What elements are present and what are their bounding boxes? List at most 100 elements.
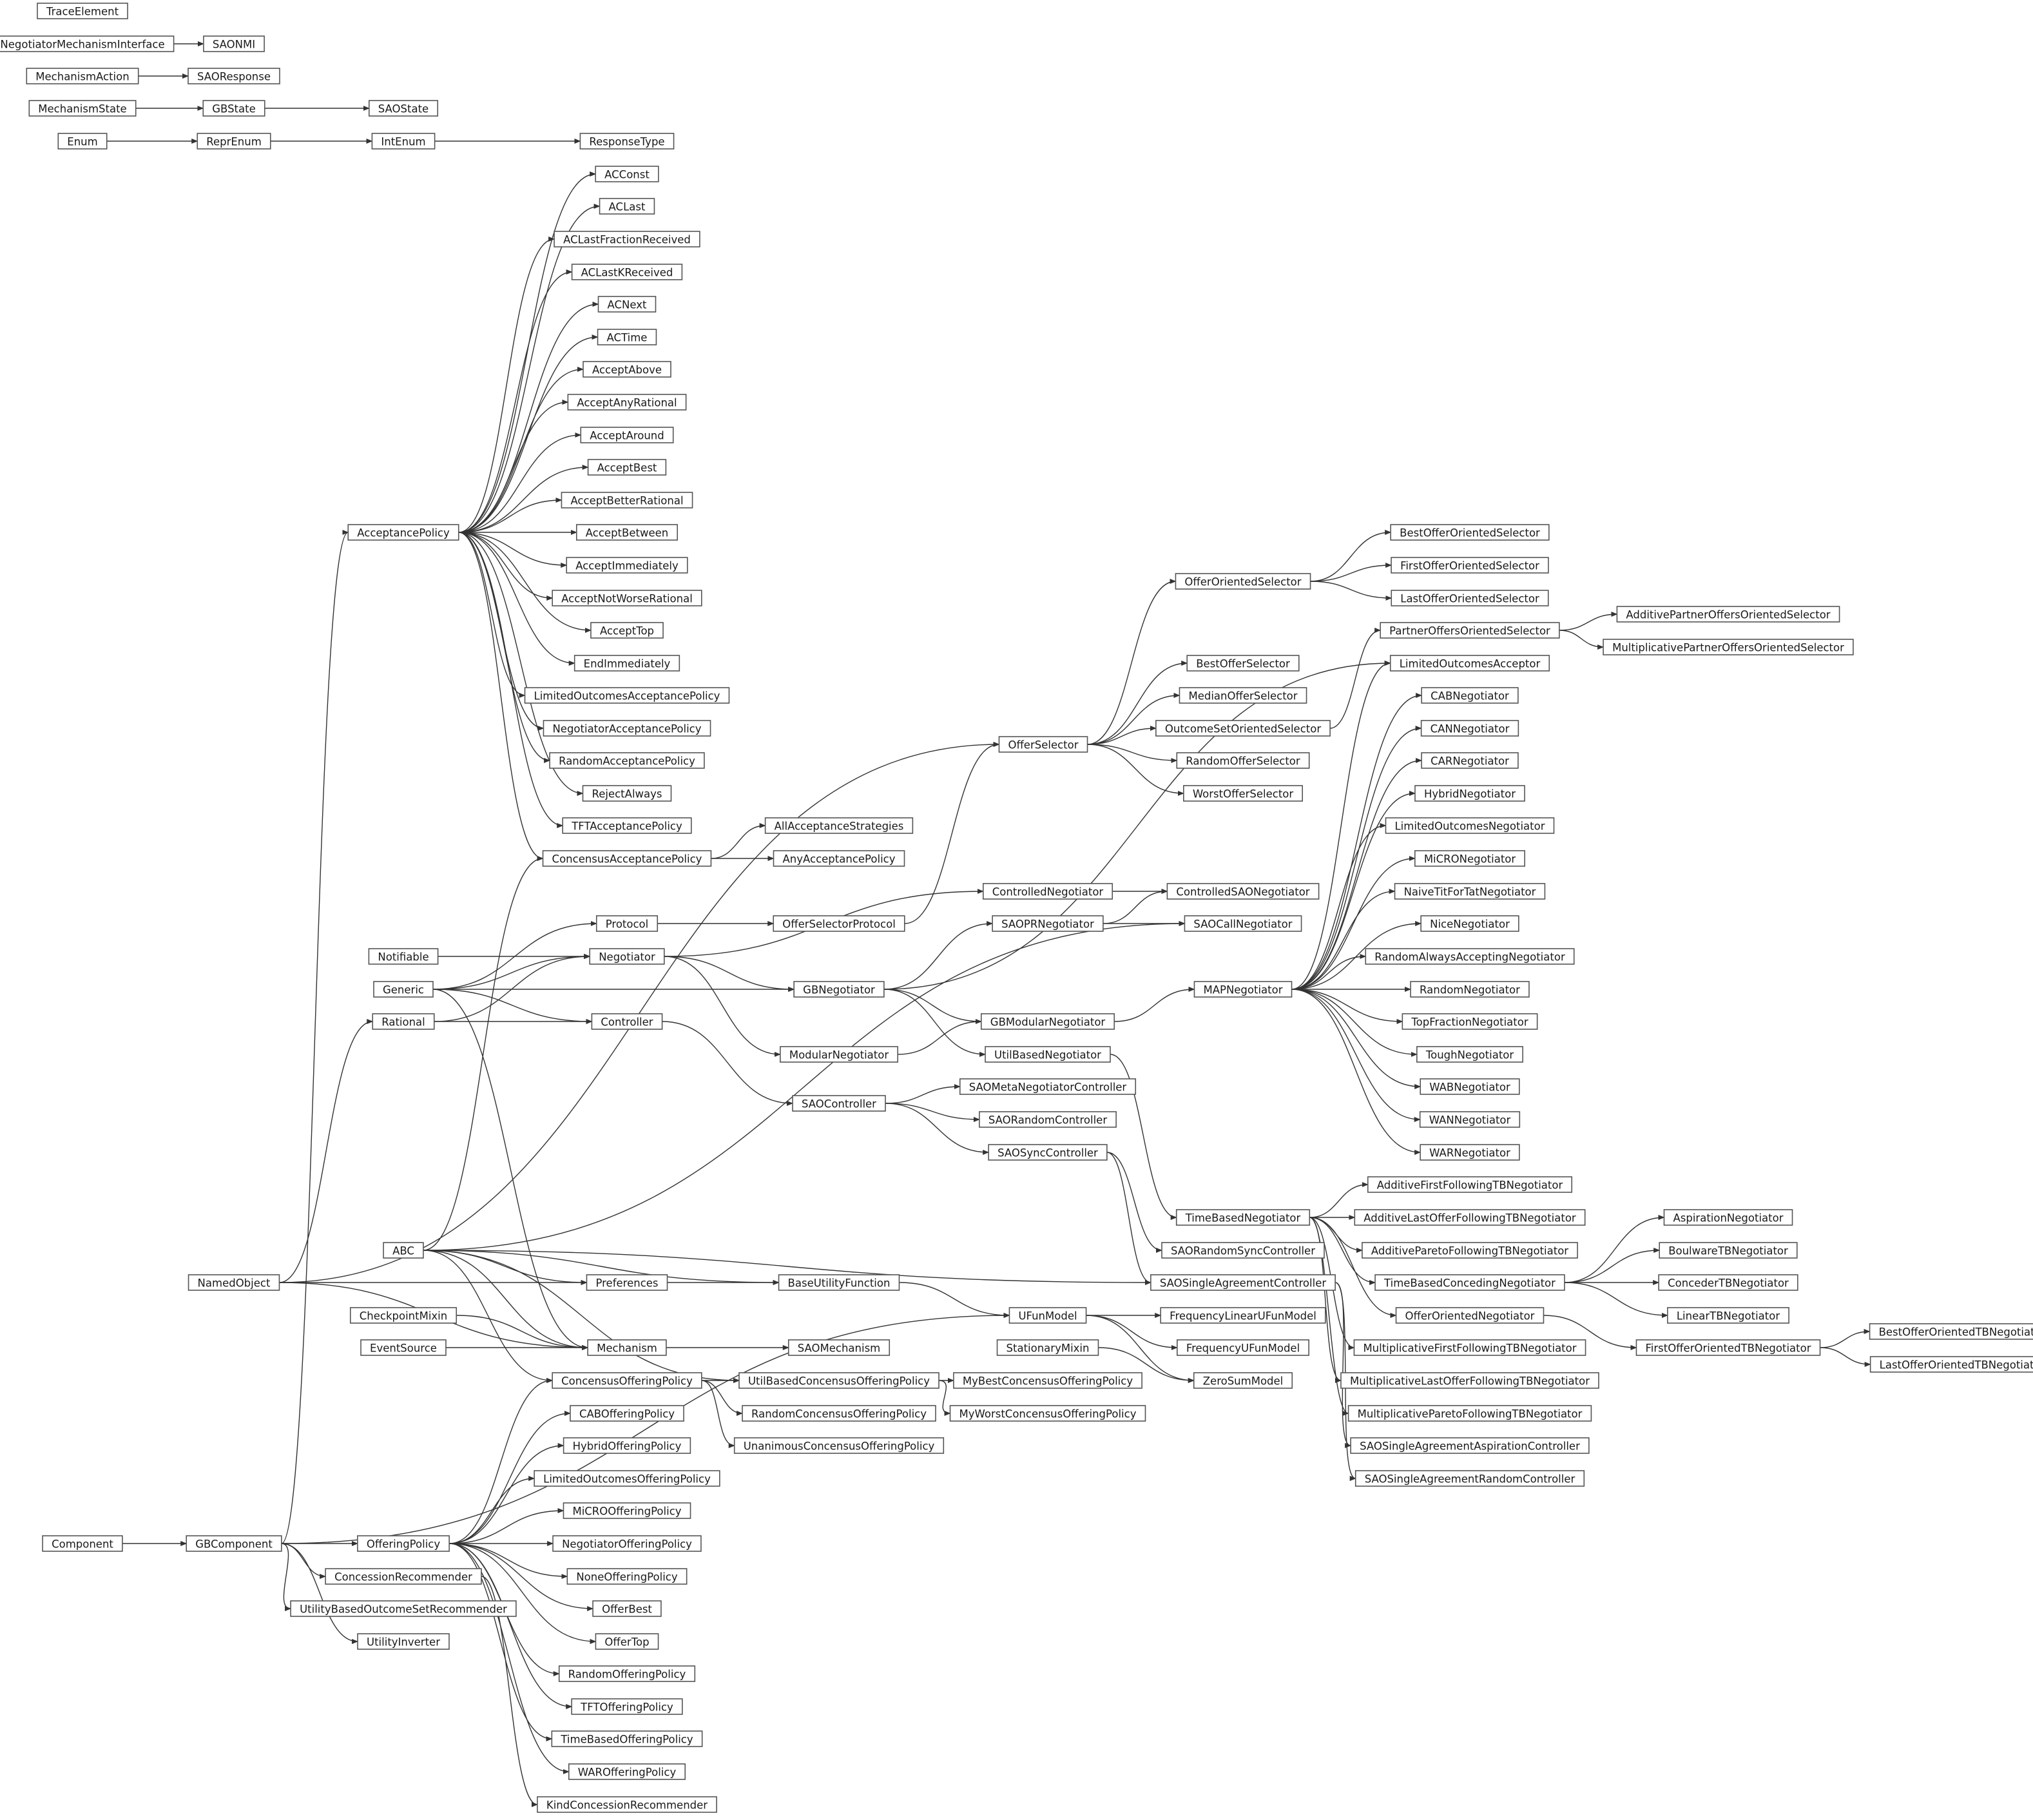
inheritance-edge-u-fun-model-to-zero-sum-model [1086, 1315, 1195, 1383]
class-node-label: BoulwareTBNegotiator [1668, 1245, 1788, 1257]
class-node-checkpoint-mixin: CheckpointMixin [349, 1307, 458, 1324]
class-node-box [542, 850, 712, 867]
class-node-box [42, 1535, 123, 1552]
class-node-hybrid-negotiator: HybridNegotiator [1414, 785, 1525, 802]
class-node-sao-single-agreement-random-controller: SAOSingleAgreementRandomController [1354, 1470, 1585, 1487]
class-node-box [1354, 1209, 1586, 1226]
class-node-nice-negotiator: NiceNegotiator [1420, 915, 1519, 932]
class-node-accept-around: AcceptAround [580, 427, 674, 443]
class-node-label: EventSource [370, 1342, 437, 1355]
class-node-box [1374, 1274, 1565, 1291]
inheritance-edge-time-based-conceding-negotiator-to-boulware-tb-negotiator [1564, 1248, 1661, 1283]
class-node-multiplicative-last-offer-following-tb-negotiator: MultiplicativeLastOfferFollowingTBNegoti… [1340, 1372, 1599, 1389]
class-node-label: BaseUtilityFunction [788, 1277, 891, 1290]
class-node-acceptance-policy: AcceptancePolicy [347, 524, 459, 541]
class-node-box [1416, 1046, 1523, 1063]
class-node-util-based-negotiator: UtilBasedNegotiator [985, 1046, 1111, 1063]
class-node-label: SAOController [802, 1098, 876, 1110]
inheritance-edge-offer-oriented-selector-to-first-offer-oriented-selector [1310, 563, 1392, 582]
class-node-label: ABC [392, 1245, 414, 1257]
class-node-label: SAOResponse [197, 71, 271, 83]
inheritance-edge-partner-offers-oriented-selector-to-additive-partner-offers-oriented-selector [1559, 612, 1618, 631]
class-node-offer-selector: OfferSelector [998, 736, 1088, 753]
inheritance-edge-acceptance-policy-to-accept-best [458, 465, 589, 533]
class-node-box [562, 817, 692, 834]
class-node-box [202, 100, 265, 117]
inheritance-edge-time-based-conceding-negotiator-to-linear-tb-negotiator [1564, 1282, 1668, 1318]
class-node-label: MultiplicativeParetoFollowingTBNegotiato… [1358, 1408, 1583, 1420]
inheritance-edge-time-based-negotiator-to-offer-oriented-negotiator [1309, 1217, 1397, 1318]
inheritance-edge-controller-to-sao-controller [662, 1021, 794, 1106]
class-node-box [587, 459, 667, 476]
class-node-box [595, 166, 659, 182]
class-node-label: SAOSyncController [997, 1147, 1098, 1159]
class-node-limited-outcomes-offering-policy: LimitedOutcomesOfferingPolicy [534, 1470, 720, 1487]
class-node-notifiable: Notifiable [368, 948, 439, 965]
class-node-label: LimitedOutcomesOfferingPolicy [543, 1473, 711, 1486]
class-node-util-based-concensus-offering-policy: UtilBasedConcensusOfferingPolicy [738, 1372, 939, 1389]
inheritance-edge-map-negotiator-to-mi-cro-negotiator [1291, 856, 1416, 990]
class-node-box [589, 948, 665, 965]
class-node-box [1394, 883, 1546, 900]
class-node-best-offer-selector: BestOfferSelector [1186, 655, 1300, 672]
class-node-concensus-offering-policy: ConcensusOfferingPolicy [552, 1372, 702, 1389]
class-node-trace-element: TraceElement [37, 3, 128, 19]
class-node-box [599, 198, 655, 215]
inheritance-edge-offering-policy-to-offer-best [449, 1543, 594, 1611]
inheritance-edge-abc-to-util-based-concensus-offering-policy [423, 1250, 740, 1383]
inheritance-edge-offer-selector-to-best-offer-selector [1087, 661, 1188, 745]
class-node-box [597, 329, 657, 345]
class-node-box [534, 1470, 720, 1487]
inheritance-edge-offer-oriented-negotiator-to-first-offer-oriented-tb-negotiator [1543, 1315, 1637, 1350]
class-node-box [787, 1339, 891, 1356]
class-node-box [570, 1405, 684, 1422]
class-node-limited-outcomes-acceptance-policy: LimitedOutcomesAcceptancePolicy [524, 687, 730, 704]
inheritance-edge-map-negotiator-to-naive-tit-for-tat-negotiator [1291, 889, 1396, 990]
class-node-box [1179, 687, 1307, 704]
class-node-box [372, 1013, 435, 1030]
inheritance-edge-gb-negotiator-to-limited-outcomes-acceptor [883, 661, 1391, 990]
class-node-response-type: ResponseType [579, 133, 675, 150]
class-node-negotiator-offering-policy: NegotiatorOfferingPolicy [552, 1535, 702, 1552]
class-node-multiplicative-first-following-tb-negotiator: MultiplicativeFirstFollowingTBNegotiator [1353, 1339, 1586, 1356]
class-node-box [537, 1796, 717, 1813]
class-node-box [1175, 1209, 1311, 1226]
class-node-box [552, 1535, 702, 1552]
class-node-label: AcceptAbove [592, 364, 662, 376]
class-node-accept-top: AcceptTop [590, 622, 664, 639]
class-node-abc: ABC [383, 1242, 424, 1259]
class-node-box [738, 1372, 939, 1389]
inheritance-edge-gb-modular-negotiator-to-map-negotiator [1114, 987, 1195, 1022]
nodes-layer: TraceElementNegotiatorMechanismInterface… [0, 3, 2033, 1813]
inheritance-edge-concensus-acceptance-policy-to-all-acceptance-strategies [711, 823, 766, 859]
class-node-label: UtilBasedConcensusOfferingPolicy [748, 1375, 930, 1388]
class-node-named-object: NamedObject [188, 1274, 280, 1291]
class-node-box [0, 35, 175, 52]
class-node-label: FirstOfferOrientedSelector [1400, 560, 1539, 572]
class-node-car-negotiator: CARNegotiator [1421, 752, 1519, 769]
class-node-box [953, 1372, 1142, 1389]
class-node-box [1385, 817, 1555, 834]
class-node-label: AdditiveParetoFollowingTBNegotiator [1371, 1245, 1568, 1257]
class-node-box [37, 3, 128, 19]
class-node-my-best-concensus-offering-policy: MyBestConcensusOfferingPolicy [953, 1372, 1142, 1389]
class-node-box [1389, 655, 1550, 672]
class-node-box [1186, 655, 1300, 672]
class-node-box [591, 1013, 663, 1030]
class-node-stationary-mixin: StationaryMixin [996, 1339, 1099, 1356]
inheritance-edge-offering-policy-to-hybrid-offering-policy [449, 1443, 564, 1544]
class-node-sao-single-agreement-aspiration-controller: SAOSingleAgreementAspirationController [1350, 1437, 1590, 1454]
class-node-box [1350, 1437, 1590, 1454]
inheritance-edge-offering-policy-to-tft-offering-policy [449, 1543, 573, 1709]
inheritance-edge-time-based-negotiator-to-multiplicative-pareto-following-tb-negotiator [1309, 1217, 1349, 1416]
class-node-box [1869, 1356, 2033, 1373]
class-node-label: SAOMechanism [798, 1342, 881, 1355]
class-node-tough-negotiator: ToughNegotiator [1416, 1046, 1523, 1063]
class-node-label: AcceptImmediately [575, 560, 679, 572]
class-node-utility-based-outcome-set-recommender: UtilityBasedOutcomeSetRecommender [290, 1600, 517, 1617]
class-node-time-based-negotiator: TimeBasedNegotiator [1175, 1209, 1311, 1226]
inheritance-edge-named-object-to-rational [279, 1019, 374, 1283]
class-node-label: HybridNegotiator [1424, 788, 1516, 800]
class-node-label: NamedObject [198, 1277, 271, 1290]
class-node-box [566, 557, 688, 574]
